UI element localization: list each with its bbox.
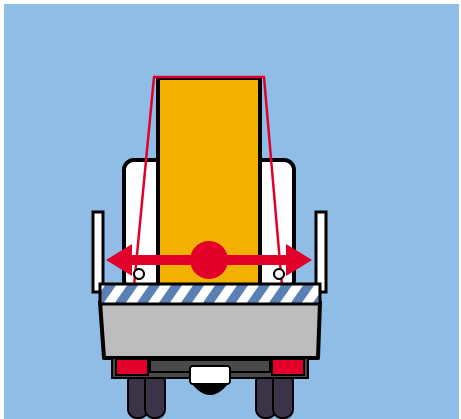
tail-light-right bbox=[272, 359, 304, 375]
anchor-hook-left bbox=[134, 269, 144, 279]
rear-bumper-panel bbox=[100, 302, 320, 358]
side-stake-right bbox=[316, 212, 326, 292]
tension-center-dot bbox=[190, 241, 228, 279]
anchor-hook-right bbox=[274, 269, 284, 279]
side-stake-left bbox=[93, 212, 103, 292]
tail-light-left bbox=[116, 359, 148, 375]
license-plate bbox=[190, 366, 230, 384]
